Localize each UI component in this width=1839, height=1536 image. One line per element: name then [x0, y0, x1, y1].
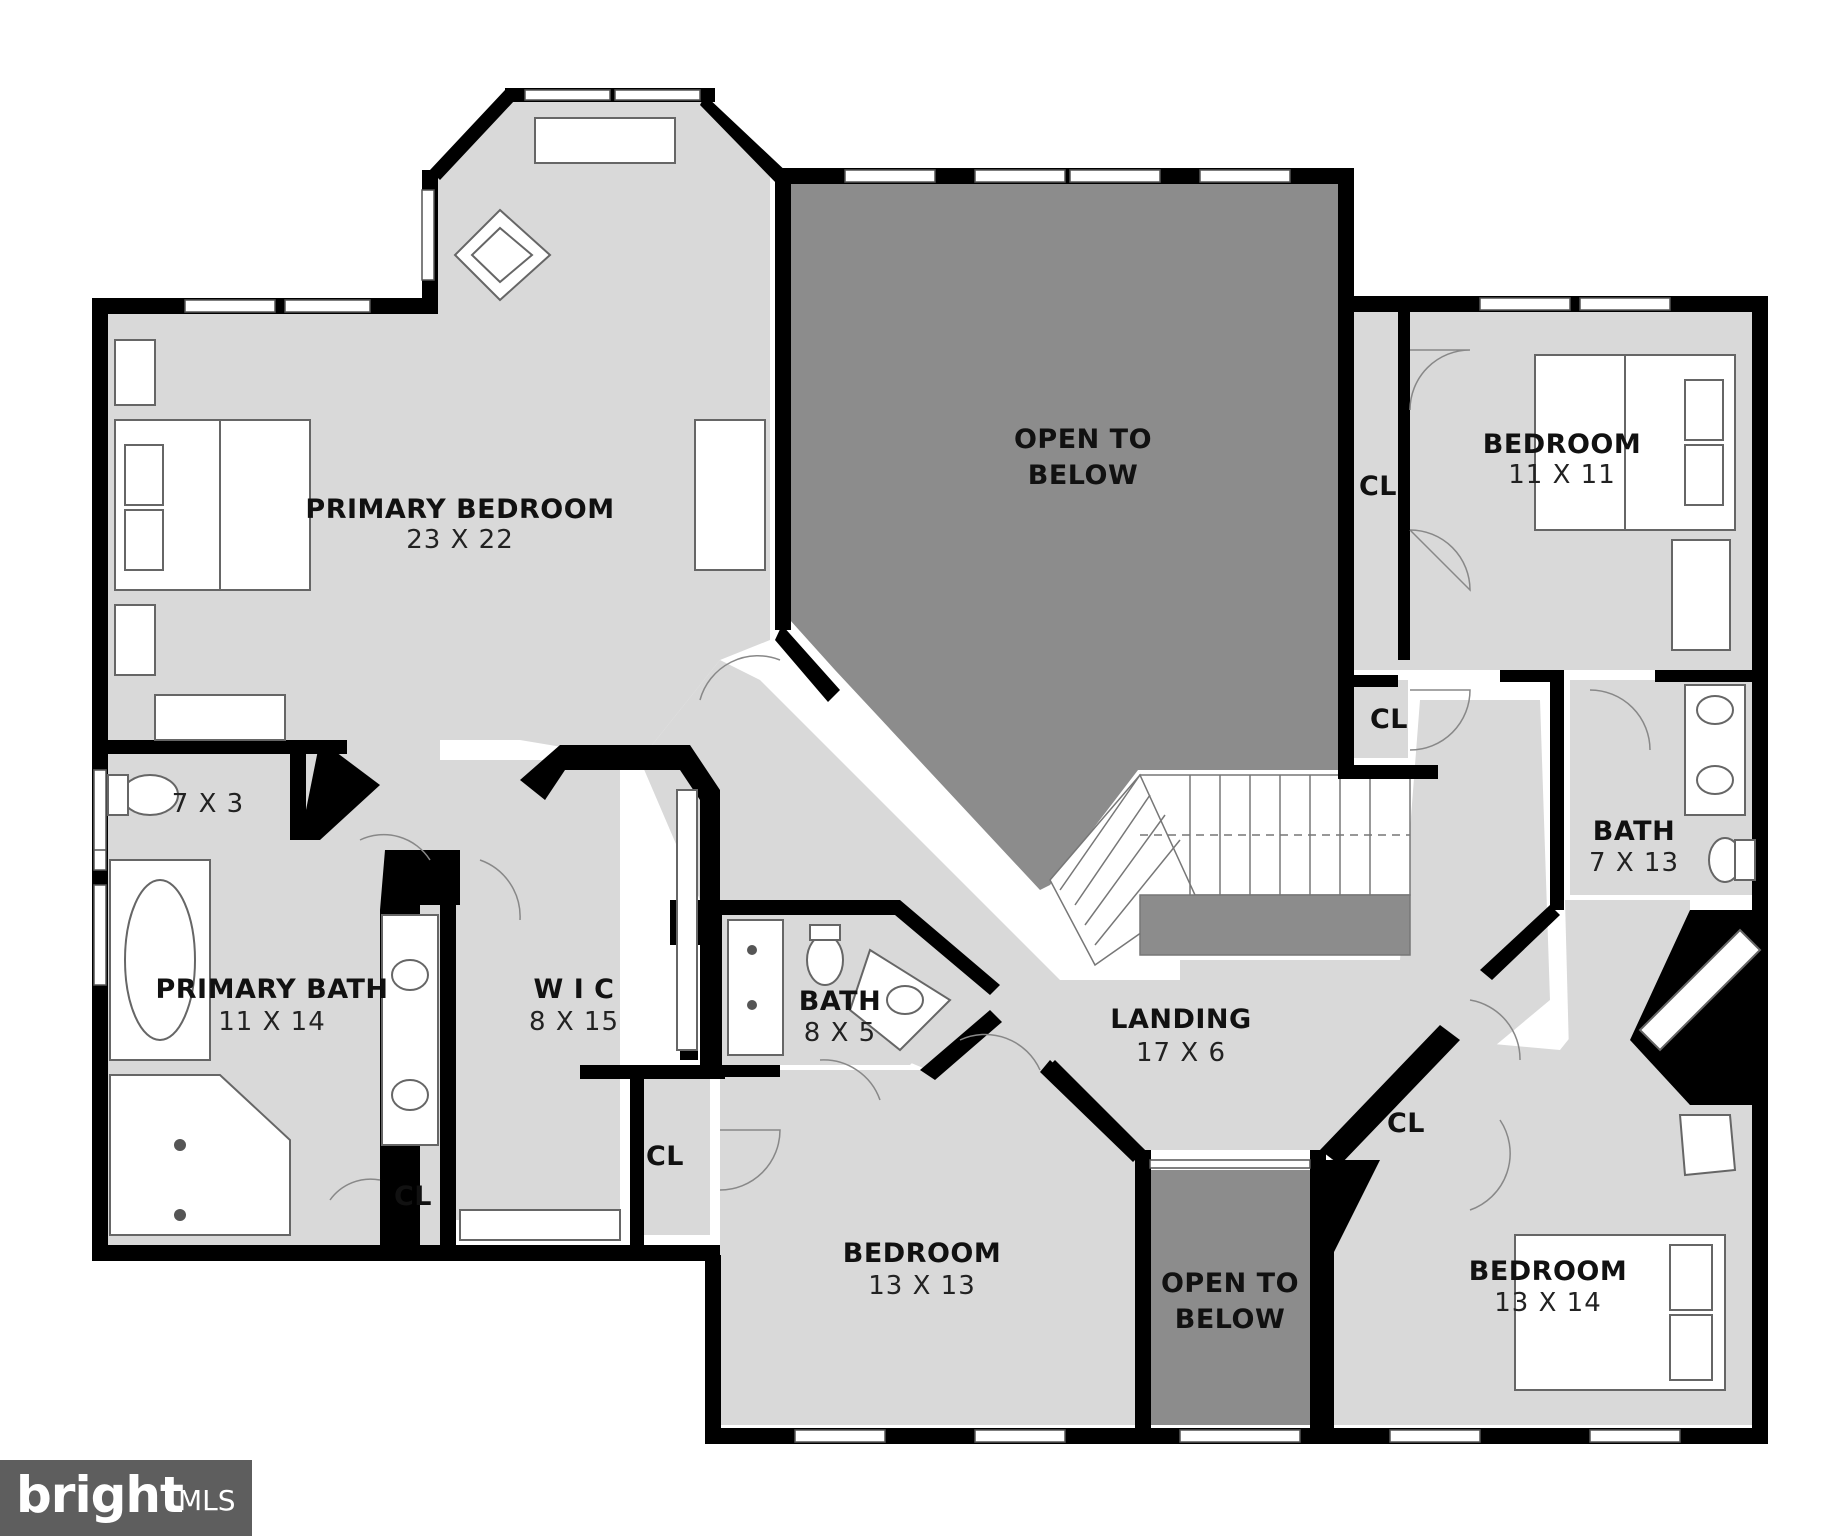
primary-bath-dim: 11 X 14	[218, 1007, 326, 1037]
bedroom-ne-name: BEDROOM	[1483, 429, 1642, 460]
bath-center-name: BATH	[799, 986, 881, 1017]
open-to-below-bottom-line2: BELOW	[1175, 1304, 1286, 1335]
primary-bedroom-dim: 23 X 22	[406, 525, 514, 555]
bedroom-s-name: BEDROOM	[843, 1238, 1002, 1269]
bright-mls-watermark: bright MLS	[0, 1460, 252, 1536]
wc-dim: 7 X 3	[172, 789, 244, 819]
open-to-below-top-line1: OPEN TO	[1014, 424, 1152, 455]
bath-east-name: BATH	[1593, 816, 1675, 847]
bedroom-ne-dim: 11 X 11	[1508, 460, 1616, 490]
wic-dim: 8 X 15	[529, 1007, 619, 1037]
bath-east-dim: 7 X 13	[1589, 848, 1679, 878]
bedroom-se-dim: 13 X 14	[1494, 1288, 1602, 1318]
primary-bedroom-name: PRIMARY BEDROOM	[305, 494, 614, 525]
watermark-brand: bright	[16, 1466, 184, 1524]
bedroom-se-name: BEDROOM	[1469, 1256, 1628, 1287]
watermark-suffix: MLS	[178, 1484, 236, 1517]
primary-bath-name: PRIMARY BATH	[155, 974, 388, 1005]
staircase	[1049, 773, 1411, 967]
landing-name: LANDING	[1110, 1004, 1251, 1035]
wic-name: W I C	[534, 974, 615, 1005]
landing-dim: 17 X 6	[1136, 1038, 1226, 1068]
open-to-below-areas	[790, 180, 1338, 1425]
closet-sw-label: CL	[646, 1141, 684, 1172]
windows	[93, 89, 1681, 1443]
room-labels: PRIMARY BEDROOM 23 X 22 OPEN TO BELOW BE…	[155, 424, 1679, 1335]
bath-center-dim: 8 X 5	[804, 1018, 876, 1048]
closet-mid-label: CL	[1370, 704, 1408, 735]
furniture	[107, 117, 1762, 1391]
door-swings	[329, 349, 1651, 1211]
bedroom-s-dim: 13 X 13	[868, 1271, 976, 1301]
closet-w-label: CL	[394, 1181, 432, 1212]
open-to-below-bottom-line1: OPEN TO	[1161, 1268, 1299, 1299]
closet-ne-label: CL	[1359, 471, 1397, 502]
closet-se-label: CL	[1387, 1108, 1425, 1139]
open-to-below-top-line2: BELOW	[1028, 460, 1139, 491]
